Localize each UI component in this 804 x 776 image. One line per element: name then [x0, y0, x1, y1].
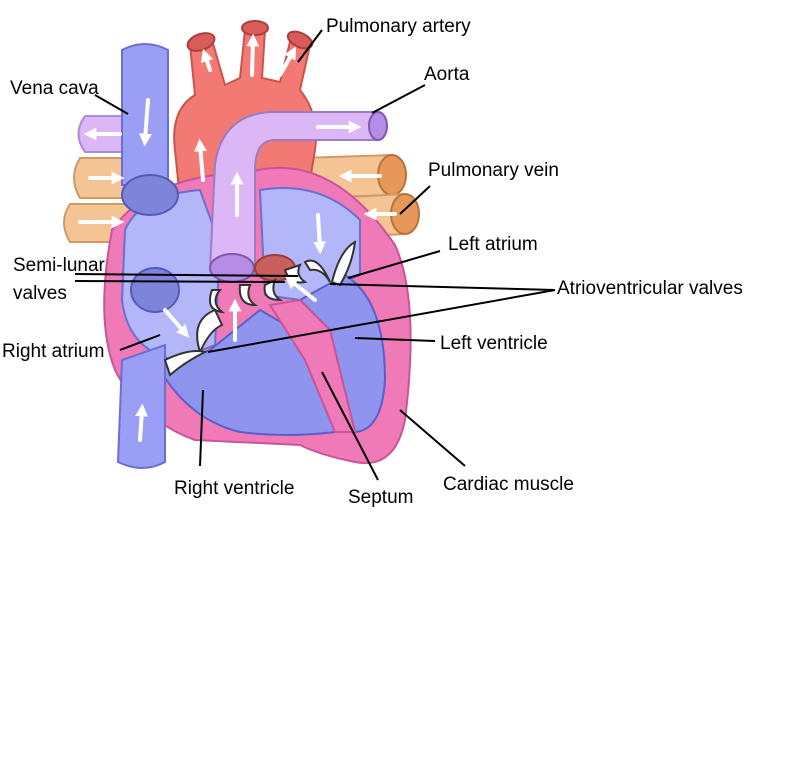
label-aorta: Aorta [424, 64, 470, 85]
leader-lines [74, 29, 556, 481]
label-right-atrium: Right atrium [2, 341, 104, 362]
label-vena-cava: Vena cava [10, 78, 99, 99]
septum-wall [268, 298, 357, 433]
label-semi-lunar-valves: valves [13, 283, 67, 304]
label-left-atrium: Left atrium [448, 234, 538, 255]
label-cardiac-muscle: Cardiac muscle [443, 474, 574, 495]
label-pulmonary-artery: Pulmonary artery [326, 16, 471, 37]
label-right-ventricle: Right ventricle [174, 478, 294, 499]
label-left-ventricle: Left ventricle [440, 333, 548, 354]
label-semi-lunar: Semi-lunar [13, 255, 106, 276]
blood-flow-arrows [78, 33, 397, 442]
labels: Pulmonary artery Aorta Vena cava Pulmona… [2, 16, 743, 508]
label-pulmonary-vein: Pulmonary vein [428, 160, 559, 181]
valves [163, 240, 357, 377]
label-atrioventricular-valves: Atrioventricular valves [557, 278, 743, 299]
label-septum: Septum [348, 487, 413, 508]
left-ventricle-chamber [298, 273, 387, 434]
